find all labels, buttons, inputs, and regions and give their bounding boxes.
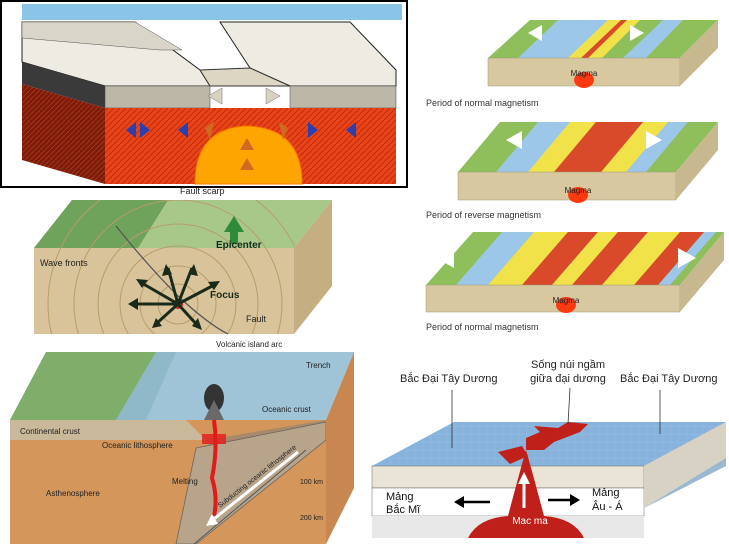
plate-right-label-1: Mảng (592, 487, 620, 499)
depth-200-label: 200 km (300, 515, 323, 522)
volcanic-arc-label: Volcanic island arc (216, 340, 282, 349)
plate-left-label-2: Bắc Mĩ (386, 503, 421, 516)
plate-left-label-1: Mảng (386, 491, 414, 503)
epicenter-label: Epicenter (216, 240, 262, 251)
oceanic-crust-label: Oceanic crust (262, 405, 312, 414)
magnetism-caption-3: Period of normal magnetism (426, 322, 539, 332)
rift-diagram-panel (0, 0, 408, 188)
melting-label: Melting (172, 477, 198, 486)
magnetism-block-2 (457, 122, 718, 203)
continental-crust-label: Continental crust (20, 427, 81, 436)
focus-label: Focus (210, 290, 240, 301)
fault-label: Fault (246, 314, 267, 324)
depth-100-label: 100 km (300, 479, 323, 486)
magnetism-caption-2: Period of reverse magnetism (426, 210, 541, 220)
magma-label-2: Magma (565, 186, 592, 195)
magnetism-block-3 (425, 232, 724, 313)
plate-right-label-2: Âu - Á (592, 500, 623, 513)
asthenosphere-label: Asthenosphere (46, 489, 100, 498)
wave-fronts-label: Wave fronts (40, 258, 88, 268)
ridge-label-line1: Sống núi ngầm (531, 359, 605, 371)
oceanic-lithosphere-label: Oceanic lithosphere (102, 441, 173, 450)
magnetism-block-1 (487, 20, 718, 88)
ridge-panel: Bắc Đại Tây Dương Sống núi ngầm giữa đại… (358, 338, 729, 544)
ridge-label-line2: giữa đại dương (530, 373, 606, 385)
subduction-panel: Volcanic island arc Trench Oceanic crust… (6, 338, 356, 544)
fault-scarp-label: Fault scarp (180, 186, 225, 196)
magma-label-3: Magma (553, 296, 580, 305)
trench-label: Trench (306, 361, 331, 370)
magnetism-panel: Magma Magma Magma Period of normal magne… (418, 0, 729, 335)
earthquake-panel: Fault scarp Epicenter Wave fronts Focus … (28, 186, 332, 336)
magma-label-1: Magma (571, 69, 598, 78)
atlantic-right-label: Bắc Đại Tây Dương (620, 372, 718, 385)
ridge-magma-label: Mac ma (512, 516, 548, 527)
magnetism-caption-1: Period of normal magnetism (426, 98, 539, 108)
atlantic-left-label: Bắc Đại Tây Dương (400, 372, 498, 385)
